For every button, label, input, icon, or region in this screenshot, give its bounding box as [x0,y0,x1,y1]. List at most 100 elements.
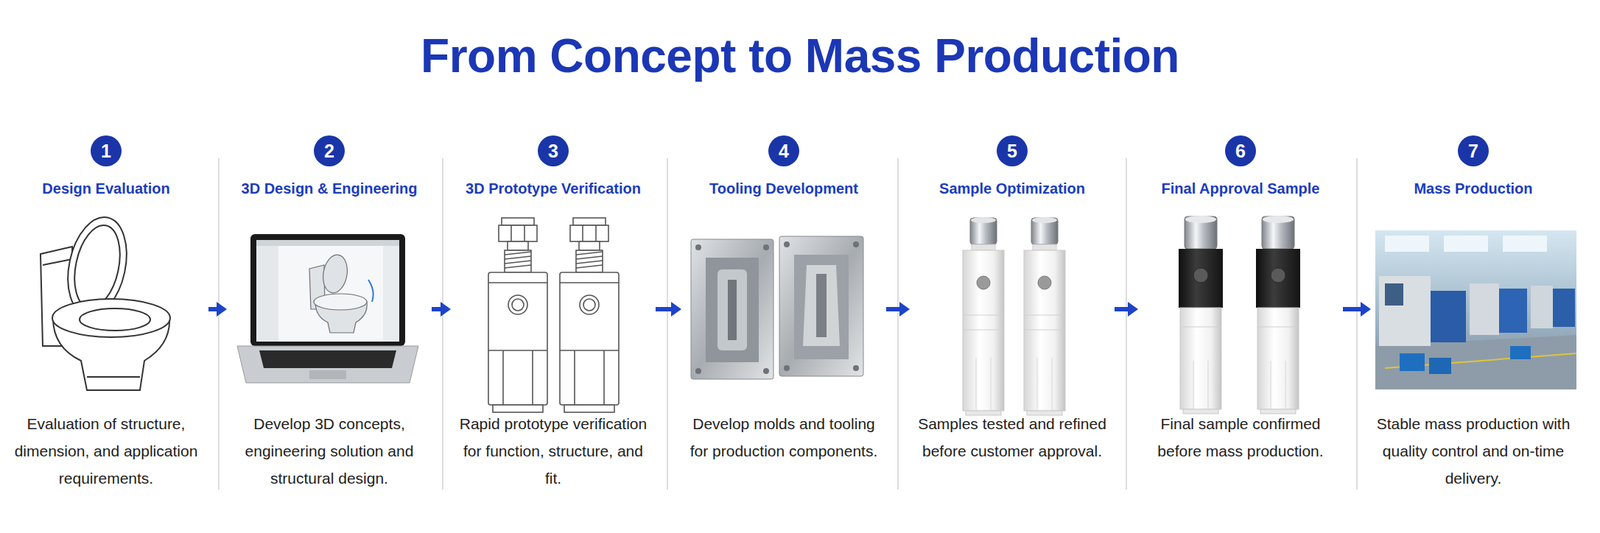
laptop-picture [237,234,419,384]
mold-picture [690,236,864,380]
step-number-text: 7 [1468,140,1479,162]
mold-picture [783,365,790,372]
step-description: Develop 3D concepts, engineering solutio… [229,410,430,493]
process-step: Tooling DevelopmentDevelop molds and too… [683,132,884,501]
flow-arrow [1342,302,1371,317]
step-heading: 3D Design & Engineering [229,179,430,199]
arrow-head [671,302,682,317]
flow-arrow [431,302,451,317]
factory-picture [1379,276,1431,347]
mold-picture [783,241,790,248]
step-description: Final sample confirmed before mass produ… [1140,410,1341,465]
final-sample-picture [1255,215,1301,414]
final-sample-picture [1178,215,1223,414]
arrow-shaft [655,307,673,312]
step-number-text: 2 [324,140,335,162]
step-number: 4 [768,135,800,167]
sample-picture [1023,217,1066,416]
sample-picture [962,217,1005,416]
laptop-picture [309,370,347,380]
arrow-head [216,302,227,317]
factory-picture [1552,288,1575,328]
process-step: Mass ProductionStable mass production wi… [1373,132,1574,501]
step-description: Samples tested and refined before custom… [911,410,1113,465]
mold-picture [853,241,859,248]
mold-picture [727,279,737,341]
mold-picture [779,236,864,377]
factory-picture [1384,235,1430,252]
flow-arrow [886,302,910,317]
diagram-title: From Concept to Mass Production [0,25,1600,87]
laptop-picture [368,279,374,303]
laptop-picture [309,253,367,333]
flow-arrow [1114,302,1139,317]
mold-picture [802,265,840,347]
laptop-picture [237,346,419,384]
factory-picture [1499,288,1528,333]
factory-picture [1384,283,1404,306]
mold-picture [816,274,827,338]
process-step: Final Approval SampleFinal sample confir… [1140,132,1341,501]
process-step: Sample OptimizationSamples tested and re… [911,132,1113,501]
step-number: 1 [90,135,122,167]
step-number: 3 [537,135,569,167]
prototype-sketch [559,218,619,413]
factory-picture [1502,235,1547,252]
step-heading: Final Approval Sample [1140,179,1341,199]
step-heading: 3D Prototype Verification [453,179,654,199]
mold-picture [705,257,759,363]
arrow-shaft [1114,307,1130,312]
laptop-picture [256,240,400,247]
step-number-text: 5 [1006,140,1018,162]
factory-picture [1443,235,1489,252]
step-heading: Sample Optimization [911,179,1113,199]
step-description: Stable mass production with quality cont… [1373,410,1574,493]
laptop-picture [313,293,367,311]
step-heading: Mass Production [1373,179,1574,199]
toilet-sketch [42,259,73,266]
mold-picture [763,368,770,375]
sample-picture [962,217,1066,416]
toilet-sketch [86,376,140,378]
mold-picture [695,244,702,251]
factory-picture [1399,353,1425,372]
laptop-picture [320,253,351,296]
step-number-text: 6 [1235,140,1246,162]
mold-picture [853,365,859,372]
mold-picture [690,239,774,380]
step-description: Develop molds and tooling for production… [683,410,884,465]
mold-picture [794,254,849,360]
process-step: 3D Design & EngineeringDevelop 3D concep… [229,132,430,501]
arrow-shaft [431,307,442,312]
process-step: Design EvaluationEvaluation of structure… [5,132,207,501]
laptop-picture [250,234,406,347]
step-description: Rapid prototype verification for functio… [453,410,654,493]
mold-picture [717,269,747,351]
arrow-head [440,302,451,317]
factory-picture [1530,285,1553,329]
arrow-head [1127,302,1139,317]
column-divider [218,158,1357,490]
column-divider [897,158,899,490]
prototype-sketch [488,218,548,413]
process-step: 3D Prototype VerificationRapid prototype… [453,132,654,501]
step-number-text: 3 [548,140,559,162]
factory-picture [1510,346,1531,360]
step-number: 6 [1225,135,1256,167]
factory-picture [1375,230,1577,390]
factory-picture [1469,283,1500,336]
toilet-sketch [40,212,171,391]
step-number: 5 [996,135,1028,167]
arrow-shaft [886,307,901,312]
arrow-head [1360,302,1371,317]
step-heading: Design Evaluation [5,179,207,199]
mold-picture [763,244,770,251]
laptop-picture [259,350,397,369]
column-divider [441,158,444,490]
step-description: Evaluation of structure, dimension, and … [5,410,207,493]
column-divider [1125,158,1128,490]
laptop-picture [383,246,400,342]
step-number-text: 4 [778,140,789,162]
step-number-text: 1 [100,140,112,162]
factory-picture [1430,290,1466,343]
